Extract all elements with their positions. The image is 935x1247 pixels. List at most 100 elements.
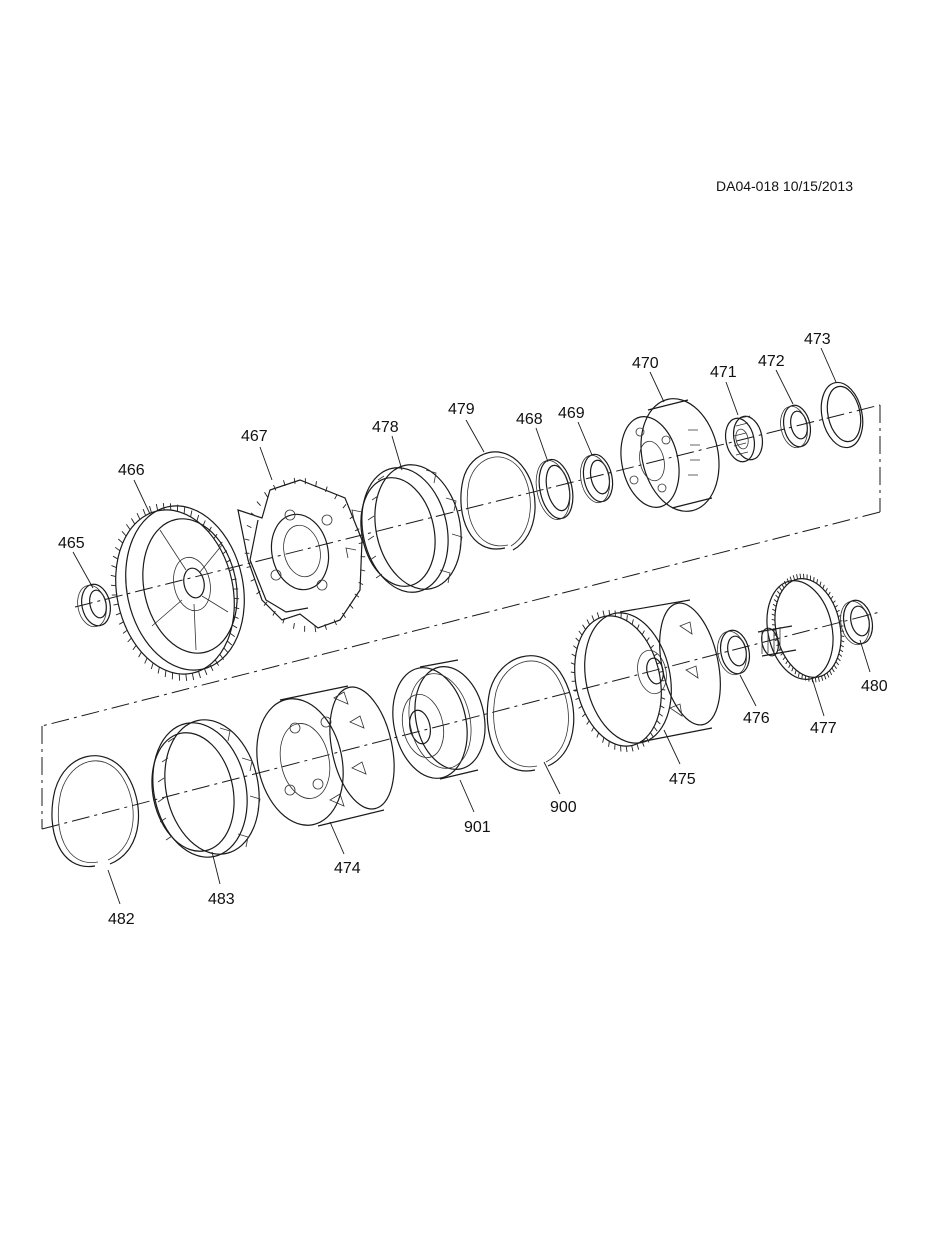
gear-tooth (791, 667, 794, 672)
gear-tooth (591, 615, 595, 622)
gear-tooth (626, 615, 628, 621)
gear-tooth (110, 574, 116, 578)
gear-tooth (817, 676, 820, 682)
gear-tooth (203, 668, 208, 676)
gear-tooth (132, 645, 137, 651)
part-475-clutch-drum (570, 599, 721, 753)
gear-tooth (830, 595, 834, 600)
gear-tooth (661, 688, 666, 691)
gear-tooth (771, 613, 776, 616)
part-468-thrust-bearing (535, 458, 574, 520)
connecting-phantom-lines (41, 405, 881, 829)
gear-tooth (208, 526, 212, 533)
gear-tooth (264, 491, 268, 498)
gear-tooth (827, 591, 831, 596)
gear-tooth (113, 603, 119, 606)
gear-tooth (831, 667, 835, 673)
gear-tooth (342, 504, 347, 509)
part-471-sun-gear (724, 415, 764, 463)
gear-tooth (835, 661, 840, 666)
gear-tooth (823, 674, 827, 680)
gear-tooth (162, 503, 165, 511)
gear-tooth (650, 732, 654, 738)
gear-tooth (653, 653, 658, 657)
gear-tooth (131, 518, 136, 525)
part-482-snap-ring (51, 755, 140, 868)
gear-tooth (596, 612, 600, 619)
callout-472: 472 (758, 353, 785, 370)
gear-tooth (840, 644, 845, 648)
gear-tooth (776, 643, 780, 647)
gear-tooth (315, 481, 317, 487)
gear-tooth (256, 590, 261, 595)
callout-900: 900 (550, 799, 577, 816)
part-465-thrust-washer (77, 583, 111, 628)
callout-901: 901 (464, 819, 491, 836)
gear-tooth (636, 624, 640, 630)
gear-tooth (641, 630, 645, 636)
gear-tooth (233, 615, 239, 619)
gear-tooth (825, 587, 828, 593)
callout-467: 467 (241, 428, 268, 445)
gear-tooth (223, 647, 229, 653)
gear-tooth (136, 513, 141, 520)
gear-tooth (349, 603, 354, 609)
gear-tooth (658, 713, 663, 717)
gear-tooth (246, 565, 252, 568)
gear-tooth (190, 510, 193, 517)
gear-tooth (775, 594, 779, 599)
part-474-carrier-drum (256, 685, 395, 827)
gear-tooth (596, 732, 600, 738)
part-483-reaction-ring-gear (151, 719, 261, 858)
gear-tooth (641, 740, 645, 747)
gear-tooth (573, 645, 578, 649)
gear-tooth (222, 550, 228, 555)
gear-tooth (157, 667, 160, 674)
part-479-snap-ring (460, 451, 536, 551)
gear-tooth (142, 508, 147, 516)
gear-tooth (578, 630, 583, 636)
gear-tooth (112, 555, 119, 560)
gear-tooth (570, 662, 575, 665)
gear-tooth (110, 584, 116, 587)
gear-tooth (226, 640, 233, 646)
upper-centerline (74, 404, 881, 608)
gear-tooth (144, 657, 148, 664)
gear-tooth (358, 542, 364, 545)
gear-tooth (250, 512, 256, 517)
gear-tooth (814, 677, 817, 683)
callout-labels: 465 466 467 478 479 468 469 470 471 472 … (58, 331, 888, 928)
callout-470: 470 (632, 355, 659, 372)
part-478-ring-gear (345, 464, 463, 593)
gear-tooth (342, 612, 346, 619)
gear-tooth (771, 608, 776, 612)
part-901-piston-assembly (392, 659, 486, 780)
callout-466: 466 (118, 462, 145, 479)
gear-tooth (115, 612, 121, 616)
gear-tooth (608, 609, 611, 616)
gear-tooth (282, 617, 285, 624)
gear-tooth (799, 573, 802, 579)
gear-tooth (122, 629, 128, 634)
gear-tooth (796, 574, 799, 580)
gear-tooth (783, 580, 787, 586)
gear-tooth (185, 673, 188, 681)
gear-tooth (781, 583, 785, 589)
gear-tooth (114, 546, 121, 552)
gear-tooth (801, 674, 803, 679)
gear-tooth (231, 624, 238, 629)
gear-tooth (164, 670, 167, 678)
gear-tooth (218, 541, 223, 547)
callout-468: 468 (516, 411, 543, 428)
gear-tooth (196, 514, 200, 522)
gear-tooth (244, 538, 250, 541)
callout-479: 479 (448, 401, 475, 418)
gear-tooth (246, 524, 252, 529)
gear-tooth (773, 634, 777, 636)
gear-tooth (231, 578, 237, 581)
gear-tooth (333, 619, 337, 626)
gear-tooth (358, 581, 364, 586)
gear-tooth (636, 743, 640, 750)
